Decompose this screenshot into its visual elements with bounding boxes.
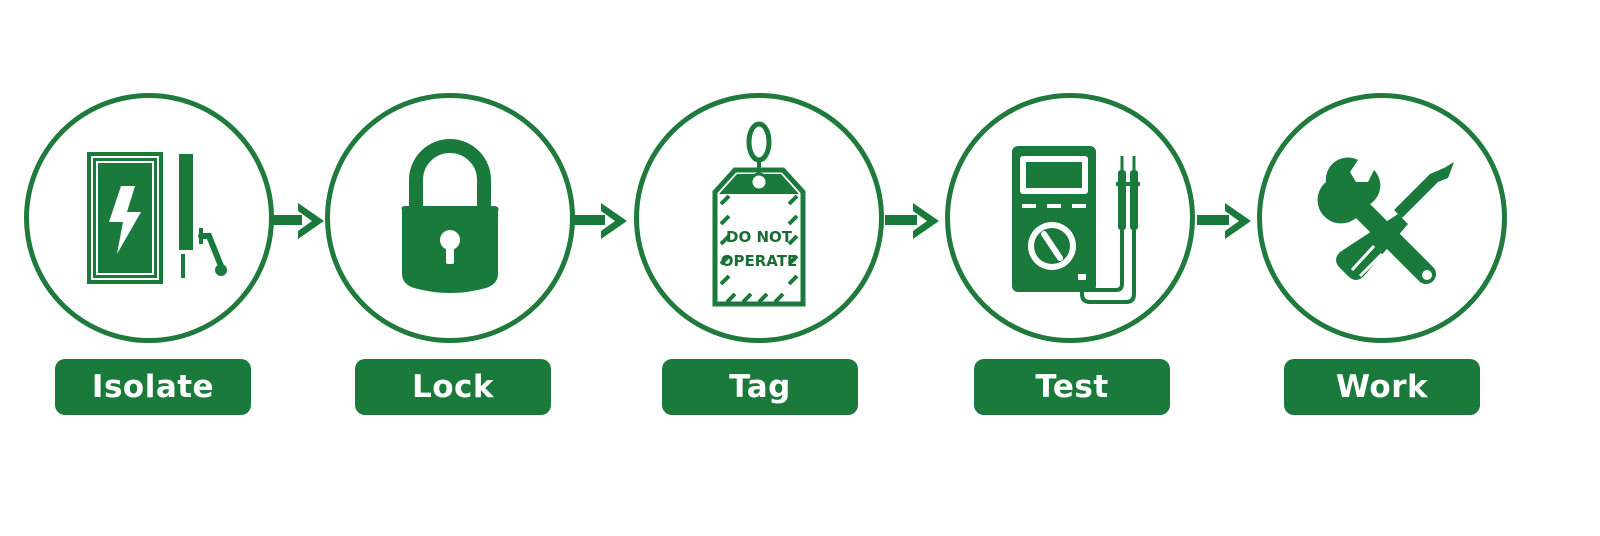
arrow-right-icon <box>270 201 330 241</box>
step-label-lock: Lock <box>355 359 551 415</box>
arrow-right-icon <box>885 201 945 241</box>
step-label-work: Work <box>1284 359 1480 415</box>
step-circle: DO NOT OPERATE <box>634 93 884 343</box>
step-circle <box>24 93 274 343</box>
warning-tag-icon: DO NOT OPERATE <box>712 121 806 307</box>
step-circle <box>325 93 575 343</box>
tag-text-line-2: OPERATE <box>721 252 797 270</box>
step-label-isolate: Isolate <box>55 359 251 415</box>
wrench-screwdriver-icon <box>1317 157 1454 284</box>
step-label-test: Test <box>974 359 1170 415</box>
padlock-icon <box>401 139 499 293</box>
isolator-switch-icon <box>87 152 227 284</box>
arrow-right-icon <box>573 201 633 241</box>
arrow-right-icon <box>1197 201 1257 241</box>
multimeter-icon <box>1012 146 1140 304</box>
tag-text-line-1: DO NOT <box>726 228 793 246</box>
step-circle <box>945 93 1195 343</box>
step-label-tag: Tag <box>662 359 858 415</box>
step-circle <box>1257 93 1507 343</box>
